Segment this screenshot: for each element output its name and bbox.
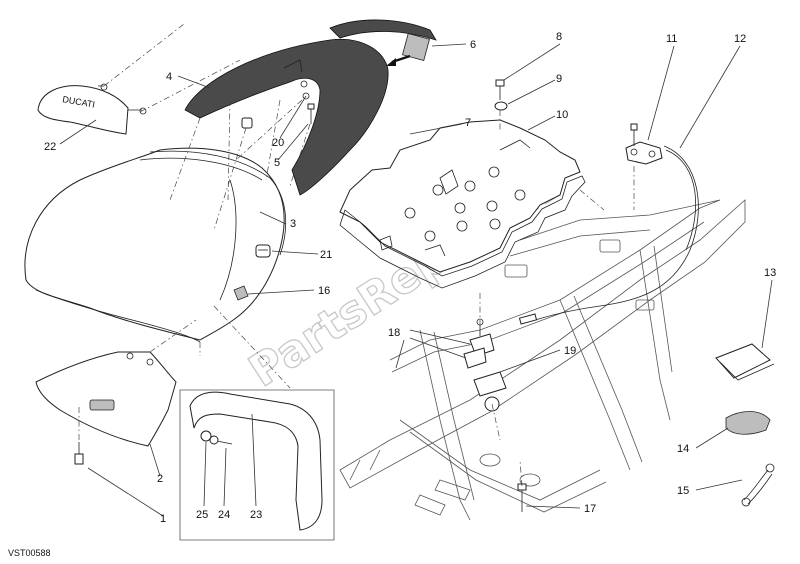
callout-11: 11 xyxy=(666,33,677,45)
callout-5: 5 xyxy=(274,157,280,169)
callout-6: 6 xyxy=(470,39,476,51)
undertray-2 xyxy=(35,351,177,447)
passenger-seat-cover xyxy=(184,38,389,196)
callout-22: 22 xyxy=(44,141,56,153)
washer-25 xyxy=(200,430,212,442)
drawing-code: VST00588 xyxy=(8,548,51,558)
seat-strap xyxy=(329,19,437,66)
callout-17: 17 xyxy=(584,503,596,515)
bolt-5 xyxy=(307,103,315,124)
bolt-8 xyxy=(495,79,505,100)
handle-detail-box xyxy=(179,389,335,541)
clip-16 xyxy=(233,285,249,301)
washer-stack-20 xyxy=(300,80,310,100)
callout-19: 19 xyxy=(564,345,576,357)
callout-25: 25 xyxy=(196,509,208,521)
seat-lock-11 xyxy=(625,123,663,165)
callout-8: 8 xyxy=(556,31,562,43)
callout-16: 16 xyxy=(318,285,330,297)
tool-pouch-14 xyxy=(725,411,771,435)
manual-13 xyxy=(715,343,775,381)
callout-10: 10 xyxy=(556,109,568,121)
washer-9 xyxy=(494,101,508,111)
tail-cover-pad: DUCATI xyxy=(37,83,147,135)
bolt-24 xyxy=(209,435,233,445)
callout-1: 1 xyxy=(160,513,166,525)
seat-base-pan xyxy=(339,119,586,289)
callout-9: 9 xyxy=(556,73,562,85)
rider-seat xyxy=(24,147,287,343)
callout-3: 3 xyxy=(290,218,296,230)
callout-24: 24 xyxy=(218,509,230,521)
rubber-buffer-21 xyxy=(255,244,271,258)
helmet-cable-15 xyxy=(741,463,775,507)
callout-4: 4 xyxy=(166,71,172,83)
callout-23: 23 xyxy=(250,509,262,521)
callout-15: 15 xyxy=(677,485,689,497)
callout-12: 12 xyxy=(734,33,746,45)
callout-18: 18 xyxy=(388,327,400,339)
callout-labels: 1 2 3 4 5 6 7 8 9 10 11 12 13 14 15 16 1… xyxy=(44,31,776,525)
bolt-17 xyxy=(517,483,527,512)
callout-7: 7 xyxy=(465,117,471,129)
callout-21: 21 xyxy=(320,249,332,261)
lock-cable-12 xyxy=(518,145,699,325)
seat-grab-handle-23 xyxy=(189,391,323,531)
screw-1 xyxy=(74,442,84,465)
lock-lever-19 xyxy=(473,371,507,412)
spacer-20-grommet xyxy=(241,117,253,129)
explode-lines xyxy=(78,23,635,487)
callout-14: 14 xyxy=(677,443,689,455)
callout-13: 13 xyxy=(764,267,776,279)
callout-2: 2 xyxy=(157,473,163,485)
callout-20: 20 xyxy=(272,137,284,149)
leader-lines xyxy=(59,43,773,517)
